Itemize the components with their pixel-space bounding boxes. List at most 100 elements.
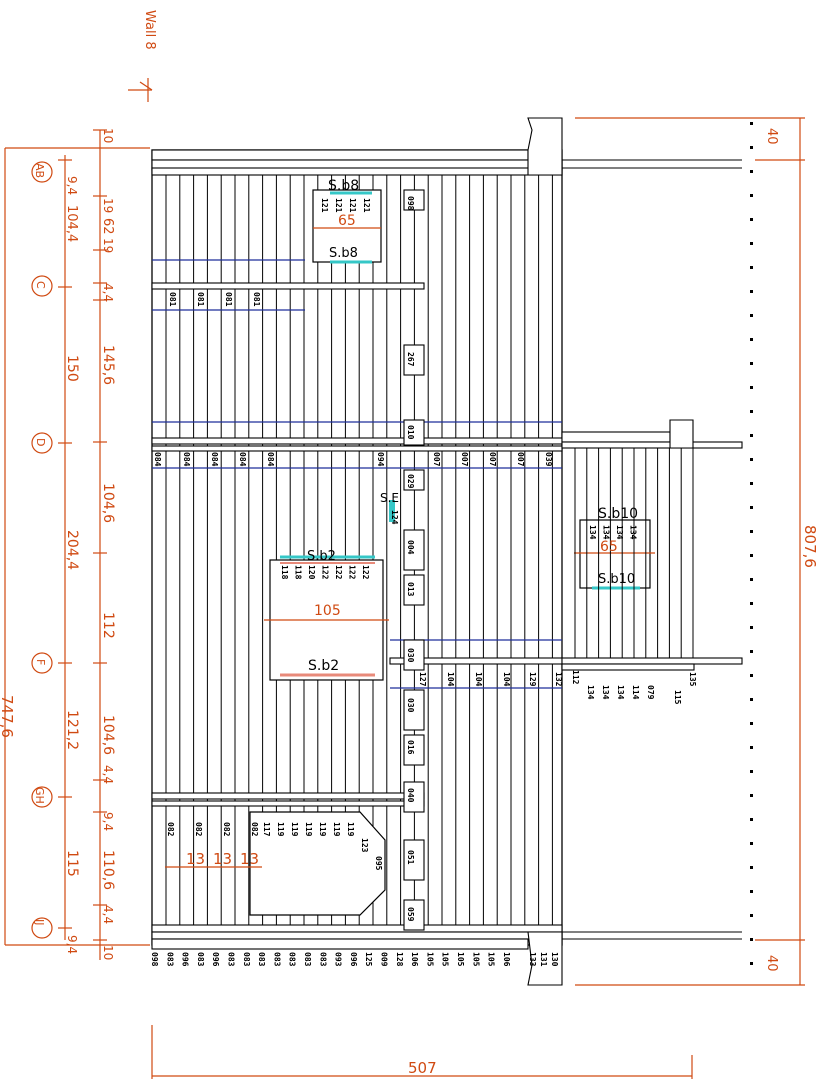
member-label: 081: [252, 292, 261, 307]
segment-dimension: [64, 130, 101, 960]
opening-name: S.b2: [307, 549, 336, 564]
guide-dot: [750, 962, 753, 965]
member-label: 112: [571, 670, 580, 685]
member-label: 131: [539, 952, 548, 967]
member-label: 083: [165, 952, 174, 967]
member-label: 105: [425, 952, 434, 967]
member-label: 119: [276, 822, 285, 837]
member-label: 084: [153, 452, 162, 467]
member-label: 082: [194, 822, 203, 837]
wall-planks: [165, 175, 553, 925]
member-label: 082: [166, 822, 175, 837]
member-label: 081: [168, 292, 177, 307]
member-label: 083: [272, 952, 281, 967]
member-label: 104: [446, 672, 455, 687]
member-label: 123: [360, 838, 369, 853]
member-label: 083: [257, 952, 266, 967]
segment-inner: 145,6: [100, 345, 116, 385]
wall-marker-icon: [128, 78, 153, 102]
right-wing: [561, 419, 743, 671]
segment-inner: 104,6: [100, 483, 116, 523]
segment-outer: 115: [64, 850, 80, 877]
guide-dot: [750, 242, 753, 245]
member-label: 106: [410, 952, 419, 967]
member-label: 095: [374, 856, 383, 871]
member-label: 134: [586, 685, 595, 700]
guide-dot: [750, 530, 753, 533]
member-label: 083: [318, 952, 327, 967]
bottom-cap: [527, 931, 563, 986]
bottom-dimension: [151, 1025, 693, 1079]
guide-dot: [750, 938, 753, 941]
guide-dot: [750, 386, 753, 389]
segment-inner: 4,4: [101, 765, 115, 784]
member-label: 030: [406, 698, 415, 713]
segment-outer: 204,4: [64, 530, 80, 570]
guide-dot: [750, 290, 753, 293]
member-label: 029: [406, 474, 415, 489]
axis-bubbles: [31, 161, 53, 939]
guide-dot: [750, 194, 753, 197]
member-label: 120: [307, 565, 316, 580]
guide-dot: [750, 170, 753, 173]
studs: [403, 189, 425, 931]
segment-outer: 121,2: [64, 710, 80, 750]
member-label: 081: [224, 292, 233, 307]
axis-label: F: [34, 659, 47, 665]
member-label: 132: [554, 672, 563, 687]
opening-name: S.b10: [598, 506, 638, 522]
segment-outer: 150: [64, 355, 80, 382]
guide-dot: [750, 866, 753, 869]
member-label: 004: [406, 540, 415, 555]
guide-dot: [750, 314, 753, 317]
member-label: 104: [502, 672, 511, 687]
member-label: 106: [502, 952, 511, 967]
member-label: 013: [406, 582, 415, 597]
member-label: 084: [266, 452, 275, 467]
member-label: 010: [406, 425, 415, 440]
member-label: 084: [238, 452, 247, 467]
member-label: 040: [406, 788, 415, 803]
overall-dimension: [4, 147, 150, 946]
guide-dot: [750, 434, 753, 437]
opening-name: S.b8: [329, 246, 358, 261]
member-label: 122: [321, 565, 330, 580]
member-label: 083: [196, 952, 205, 967]
guide-dot: [750, 722, 753, 725]
guide-dot: [750, 410, 753, 413]
member-label: 059: [406, 907, 415, 922]
segment-outer: 9,4: [65, 935, 79, 954]
member-label: 119: [318, 822, 327, 837]
member-label: 134: [601, 685, 610, 700]
member-label: 083: [242, 952, 251, 967]
member-label: 098: [406, 196, 415, 211]
guide-dot: [750, 554, 753, 557]
axis-label: AB: [33, 163, 46, 178]
member-label: 121: [334, 198, 343, 213]
member-label: 105: [456, 952, 465, 967]
right-wing-planks: [574, 448, 694, 658]
member-label: 009: [380, 952, 389, 967]
guide-dot: [750, 506, 753, 509]
guide-dot: [750, 914, 753, 917]
member-label: 117: [262, 822, 271, 837]
arch-width: 13: [240, 850, 259, 868]
member-label: 096: [181, 952, 190, 967]
member-label: 122: [334, 565, 343, 580]
guide-dot: [750, 602, 753, 605]
member-label: 083: [288, 952, 297, 967]
wall-label: Wall 8: [142, 10, 157, 50]
guide-dot: [750, 842, 753, 845]
member-label: 134: [629, 525, 638, 540]
opening-name: S.b10: [598, 572, 635, 587]
member-label: 039: [544, 452, 553, 467]
overall-length-label: 747,6: [0, 695, 16, 738]
member-label: 084: [182, 452, 191, 467]
member-label: 134: [588, 525, 597, 540]
guide-dot: [750, 794, 753, 797]
member-label: 081: [196, 292, 205, 307]
member-label: 082: [222, 822, 231, 837]
arch-opening: [249, 811, 386, 916]
